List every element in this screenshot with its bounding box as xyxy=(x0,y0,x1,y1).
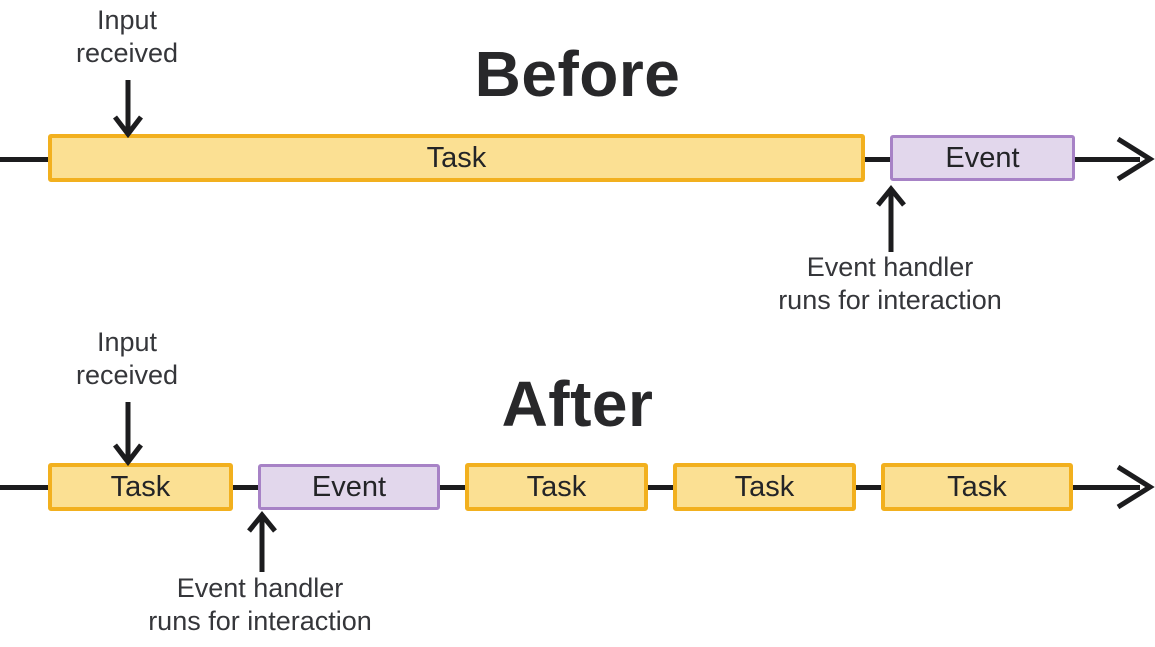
after-timeline-arrowhead-icon xyxy=(1116,464,1155,510)
after-title: After xyxy=(501,368,654,440)
before-timeline-arrowhead-icon xyxy=(1116,136,1155,182)
after-event-bar: Event xyxy=(258,464,440,510)
after-input-arrow-down-icon xyxy=(113,402,143,467)
after-task-3-label: Task xyxy=(734,470,795,503)
after-task-4-label: Task xyxy=(947,470,1007,503)
before-input-arrow-down-icon xyxy=(113,80,143,139)
before-task-bar: Task xyxy=(48,134,865,182)
before-input-received-label: Input received xyxy=(75,5,179,68)
after-event-handler-label: Event handler runs for interaction xyxy=(148,573,372,636)
after-task-bar-4: Task xyxy=(881,463,1073,511)
after-handler-arrow-up-icon xyxy=(247,511,277,572)
after-task-bar-1: Task xyxy=(48,463,233,511)
after-task-2-label: Task xyxy=(526,470,587,503)
after-input-received-label: Input received xyxy=(75,327,179,390)
after-event-label: Event xyxy=(311,470,387,503)
before-event-bar: Event xyxy=(890,135,1075,181)
before-event-label: Event xyxy=(945,141,1020,174)
after-task-bar-3: Task xyxy=(673,463,856,511)
after-task-1-label: Task xyxy=(110,470,171,503)
after-task-bar-2: Task xyxy=(465,463,648,511)
before-title: Before xyxy=(474,38,681,110)
before-task-label: Task xyxy=(426,141,487,174)
before-event-handler-label: Event handler runs for interaction xyxy=(778,252,1002,315)
before-handler-arrow-up-icon xyxy=(876,185,906,252)
